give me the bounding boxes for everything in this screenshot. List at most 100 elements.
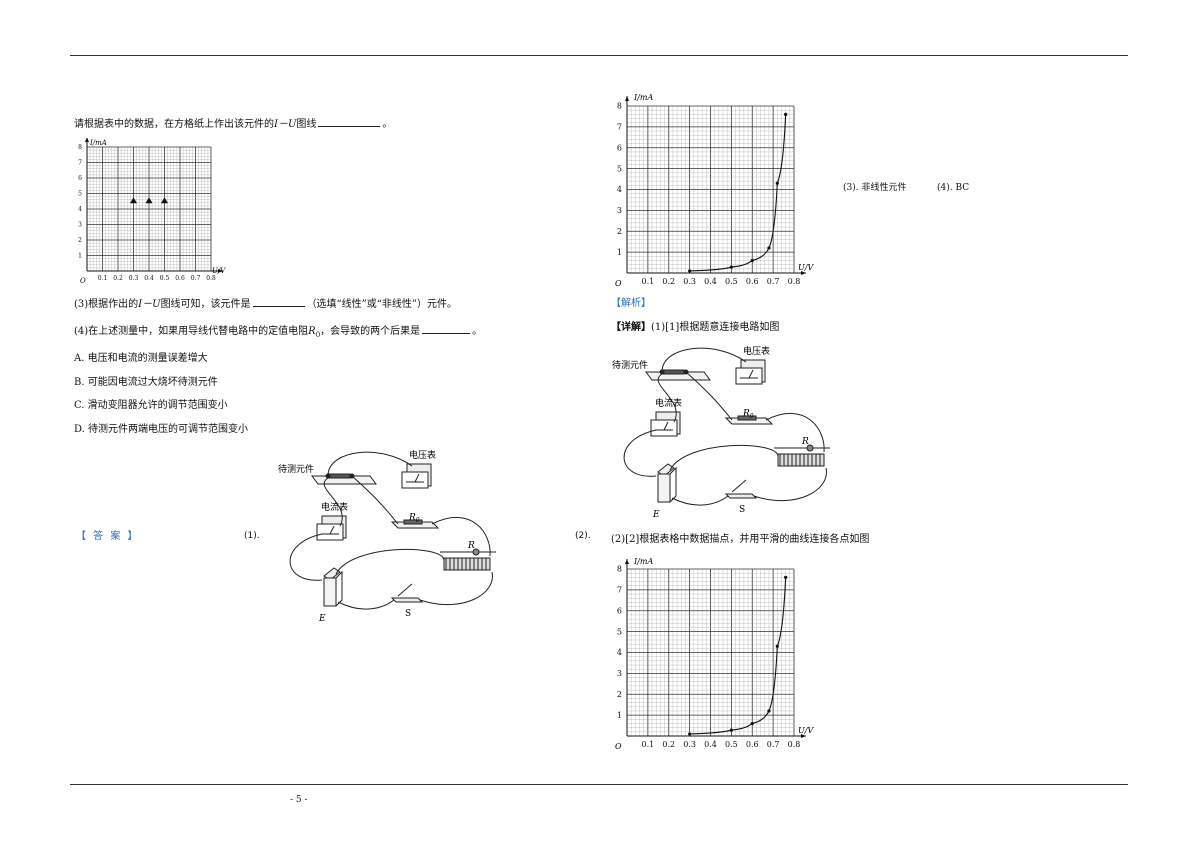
x-tick-label: 0.3 [683, 740, 696, 749]
q3-var: I－U [138, 299, 161, 310]
x-tick-label: 0.3 [129, 275, 139, 282]
y-tick-label: 7 [78, 160, 82, 167]
x-tick-label: 0.7 [767, 740, 780, 749]
data-point [775, 644, 779, 648]
x-tick-label: 0.5 [725, 740, 738, 749]
y-tick-label: 4 [617, 185, 622, 194]
q4-var-sub: 0 [315, 331, 321, 339]
circuit-label-voltmeter: 电压表 [409, 449, 436, 461]
y-tick-label: 6 [617, 143, 622, 152]
q4-text: (4)在上述测量中，如果用导线代替电路中的定值电阻R0，会导致的两个后果是。 [74, 324, 483, 339]
x-tick-label: 0.8 [788, 740, 801, 749]
x-tick-label: 0.1 [642, 740, 655, 749]
circuit-label-s: S [405, 609, 411, 619]
x-tick-label: 0.5 [160, 275, 170, 282]
detail-1: 【详解】(1)[1]根据题意连接电路如图 [611, 322, 780, 333]
circuit2-label-e: E [652, 510, 660, 520]
y-tick-label: 7 [617, 123, 622, 132]
y-tick-label: 2 [617, 690, 622, 699]
answer-graph-top-y-label: I/mA [633, 93, 653, 102]
circuit2-label-ammeter: 电流表 [655, 397, 682, 409]
data-point [729, 265, 733, 269]
q3-answer-blank[interactable] [252, 297, 305, 307]
header-rule [70, 55, 1128, 56]
answer-graph-top-x-label: U/V [798, 263, 814, 272]
triangle-mark [130, 197, 137, 204]
option-a[interactable]: A. 电压和电流的测量误差增大 [74, 353, 208, 364]
answer-label: 【 答 案 】 [76, 531, 140, 542]
y-tick-label: 3 [617, 669, 622, 678]
x-tick-label: 0.5 [725, 277, 738, 286]
detail-2: (2)[2]根据表格中数据描点，并用平滑的曲线连接各点如图 [611, 534, 870, 545]
y-tick-label: 8 [78, 144, 82, 151]
answer-part-3: (3). 非线性元件 [843, 183, 907, 193]
answer-graph-bottom-origin: O [615, 742, 622, 751]
circuit-label-element: 待测元件 [278, 463, 314, 475]
x-tick-label: 0.6 [175, 275, 185, 282]
y-tick-label: 7 [617, 586, 622, 595]
triangle-mark [161, 197, 168, 204]
analysis-label: 【解析】 [611, 298, 651, 309]
circuit2-label-element: 待测元件 [612, 359, 648, 371]
y-tick-label: 3 [78, 222, 82, 229]
x-tick-label: 0.2 [662, 277, 675, 286]
circuit-analysis-body [623, 347, 831, 506]
page-number: - 5 - [290, 795, 308, 805]
y-tick-label: 1 [617, 248, 622, 257]
x-tick-label: 0.8 [206, 275, 216, 282]
circuit-label-ammeter: 电流表 [321, 501, 348, 513]
option-d[interactable]: D. 待测元件两端电压的可调节范围变小 [74, 424, 249, 435]
circuit2-label-r: R [801, 437, 809, 447]
x-tick-label: 0.2 [662, 740, 675, 749]
y-tick-label: 3 [617, 206, 622, 215]
answer-graph-top-origin: O [615, 279, 622, 288]
q2-answer-blank[interactable] [318, 117, 381, 127]
x-tick-label: 0.3 [683, 277, 696, 286]
answer-graph-bottom-y-label: I/mA [633, 557, 653, 566]
y-tick-label: 5 [617, 627, 622, 636]
circuit2-label-voltmeter: 电压表 [743, 345, 770, 357]
question-graph-x-label: U/V [212, 267, 226, 275]
x-tick-label: 0.2 [113, 275, 123, 282]
circuit2-label-r0: R0 [742, 409, 754, 420]
x-tick-label: 0.6 [746, 277, 759, 286]
y-tick-label: 8 [617, 102, 622, 111]
y-tick-label: 5 [78, 191, 82, 198]
circuit-label-e: E [318, 614, 326, 624]
data-point [784, 575, 788, 579]
x-tick-label: 0.6 [746, 740, 759, 749]
q4-answer-blank[interactable] [422, 324, 471, 334]
answer-part-2: (2). [575, 531, 591, 541]
detail-label: 【详解】 [611, 322, 651, 333]
y-tick-label: 4 [617, 648, 622, 657]
circuit-diagram-answer: 待测元件 电压表 电流表 R0 R E S [278, 449, 497, 624]
circuit-label-r: R [467, 541, 475, 551]
circuit-label-r0: R0 [408, 513, 420, 524]
y-tick-label: 5 [617, 164, 622, 173]
q2-prompt-var: I－U [274, 119, 297, 130]
answer-part-1: (1). [244, 531, 260, 541]
x-tick-label: 0.7 [191, 275, 201, 282]
y-tick-label: 6 [617, 606, 622, 615]
circuit-answer-body [289, 451, 497, 610]
data-point [775, 181, 779, 185]
q2-prompt: 请根据表中的数据，在方格纸上作出该元件的I－U图线。 [74, 117, 393, 130]
option-c[interactable]: C. 滑动变阻器允许的调节范围变小 [74, 400, 228, 411]
q3-text: (3)根据作出的I－U图线可知，该元件是（选填“线性”或“非线性”）元件。 [74, 297, 458, 310]
q4-var: R [308, 326, 316, 337]
y-tick-label: 4 [78, 206, 82, 213]
question-graph-y-label: I/mA [89, 139, 107, 147]
y-tick-label: 6 [78, 175, 82, 182]
circuit-diagram-analysis: 待测元件 电压表 电流表 R0 R E S [612, 345, 831, 520]
data-point [750, 721, 754, 726]
y-tick-label: 1 [617, 711, 622, 720]
answer-graph-bottom-x-label: U/V [798, 726, 814, 735]
option-b[interactable]: B. 可能因电流过大烧坏待测元件 [74, 377, 218, 388]
data-point [729, 728, 733, 732]
